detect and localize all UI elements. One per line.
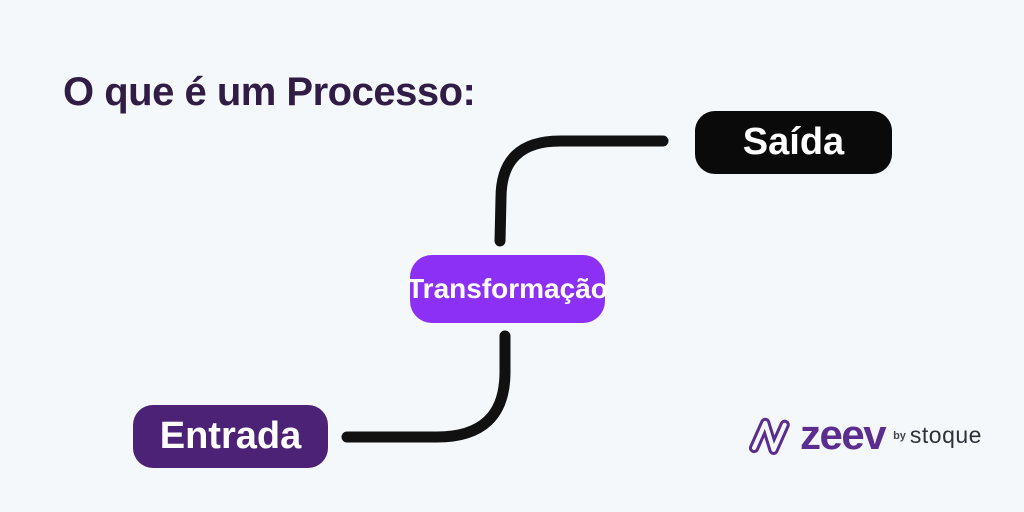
zeev-logo: zeev by stoque	[742, 408, 982, 462]
node-saida: Saída	[695, 111, 892, 174]
zeev-logo-icon	[748, 417, 790, 455]
zeev-logo-by-text: by	[893, 430, 906, 442]
zeev-logo-company-text: stoque	[909, 421, 982, 448]
node-transformacao: Transformação	[407, 255, 608, 323]
node-transformacao-label: Transformação	[407, 273, 608, 304]
node-entrada-label: Entrada	[159, 415, 302, 457]
zeev-logo-wordmark: zeev	[800, 411, 887, 458]
node-saida-label: Saída	[742, 121, 845, 163]
connector-entrada-transformacao	[341, 330, 511, 443]
node-entrada: Entrada	[133, 405, 328, 468]
page-title: O que é um Processo:	[63, 70, 476, 114]
connector-transformacao-saida	[494, 135, 669, 247]
